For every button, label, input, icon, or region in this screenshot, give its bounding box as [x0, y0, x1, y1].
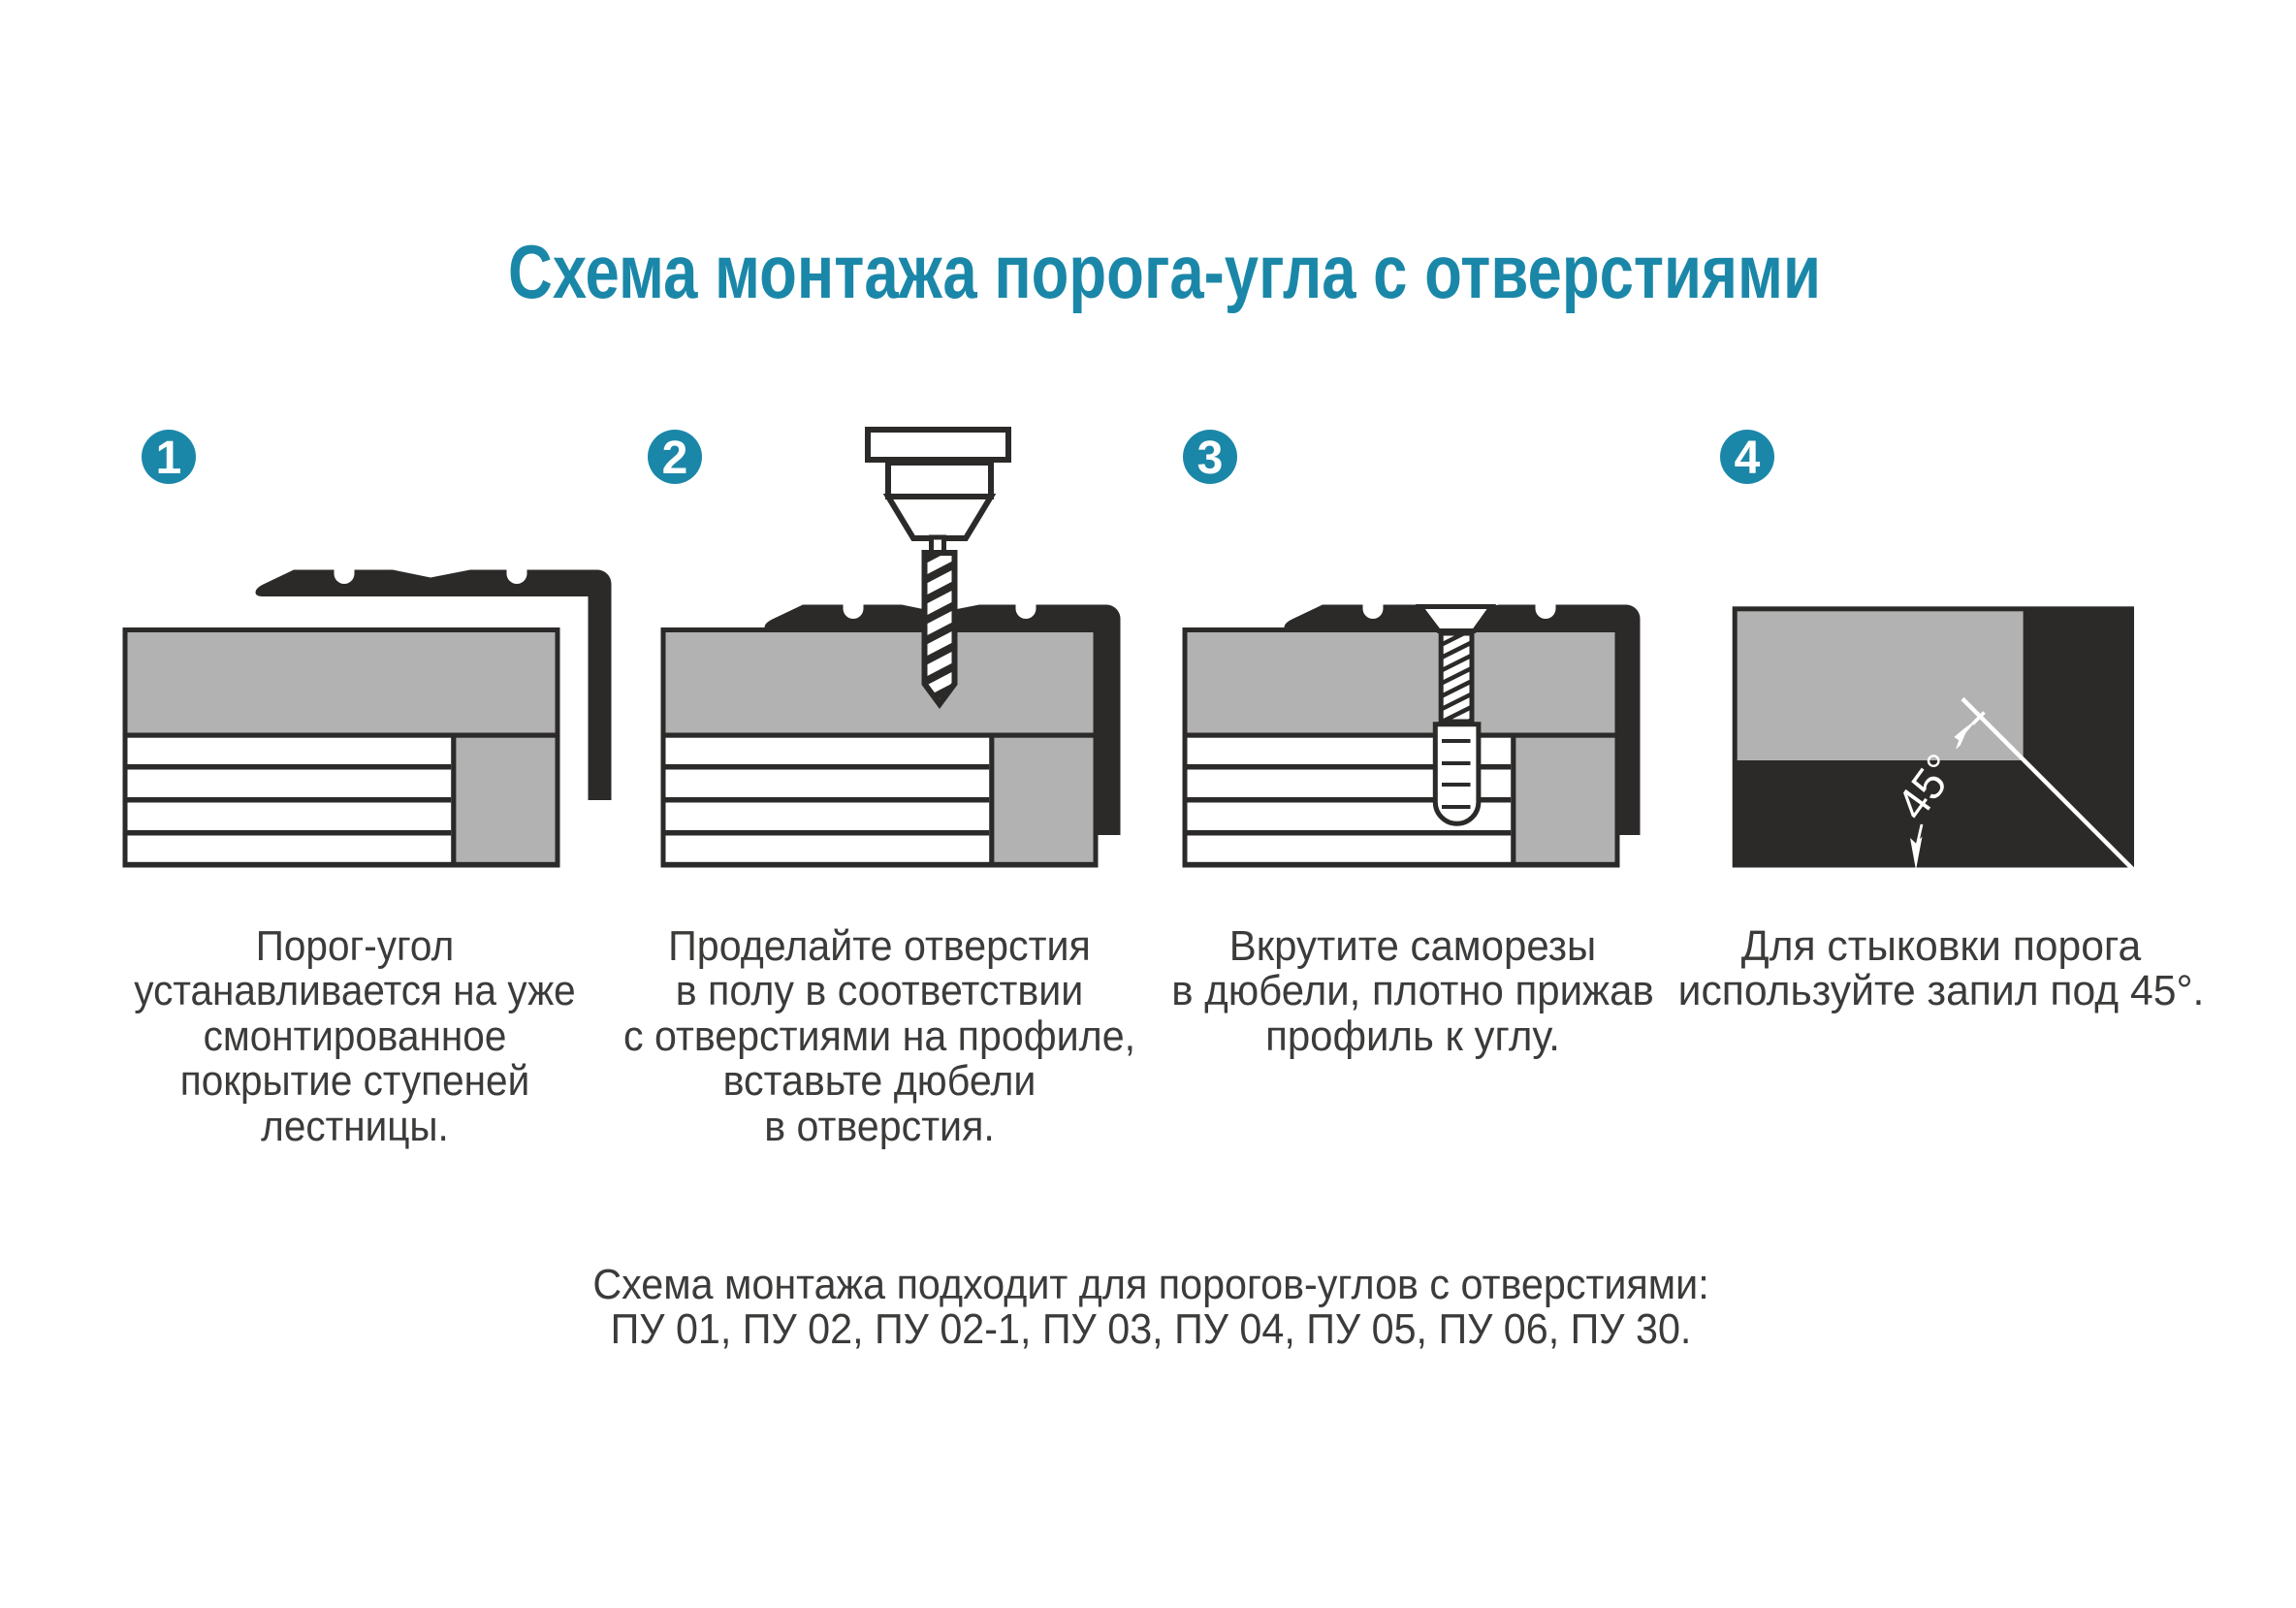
- svg-text:4: 4: [1735, 433, 1761, 484]
- svg-text:1: 1: [156, 433, 182, 484]
- svg-text:3: 3: [1197, 433, 1224, 484]
- svg-text:2: 2: [662, 433, 688, 484]
